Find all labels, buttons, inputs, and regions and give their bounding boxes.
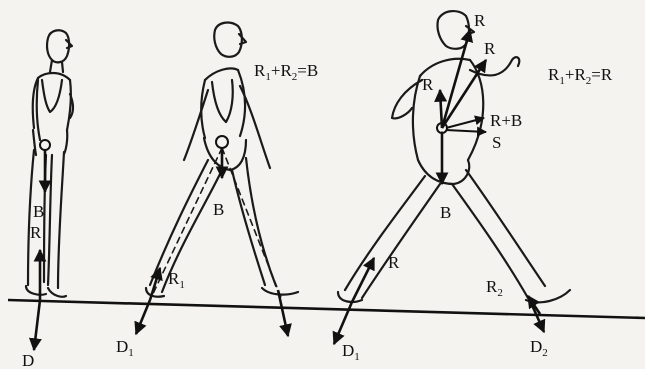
fig3-label-R2: R2	[486, 277, 503, 299]
fig3-label-B: B	[440, 203, 451, 222]
fig3-label-D2: D2	[530, 337, 548, 359]
equation-right: R1+R2=R	[548, 65, 613, 87]
fig3-label-D1: D1	[342, 341, 360, 363]
fig1-D-arrow	[34, 300, 40, 350]
fig3-label-RB: R+B	[490, 111, 522, 130]
fig3-label-R-head: R	[474, 11, 486, 30]
fig2-label-B: B	[213, 200, 224, 219]
fig2-dashed-line-left	[150, 148, 222, 300]
equation-middle: R1+R2=B	[254, 61, 318, 83]
standing-figure	[26, 30, 73, 296]
fig2-center-of-mass	[216, 136, 228, 148]
fig3-label-R-leg: R	[388, 253, 400, 272]
fig2-right-foot-arrow	[278, 290, 288, 336]
fig2-label-D1: D1	[116, 337, 134, 359]
fig1-label-R: R	[30, 223, 42, 242]
fig1-center-of-mass	[40, 140, 50, 150]
fig3-label-R-arm: R	[422, 75, 434, 94]
fig1-label-D: D	[22, 351, 34, 369]
fig1-label-B: B	[33, 202, 44, 221]
fig3-label-S: S	[492, 133, 501, 152]
fig3-label-R-shoulder: R	[484, 39, 496, 58]
ground-line	[8, 300, 645, 318]
fig2-label-R1: R1	[168, 269, 185, 291]
fig3-R-shoulder-arrow	[442, 60, 486, 128]
fig3-RB-arrow	[446, 118, 484, 128]
